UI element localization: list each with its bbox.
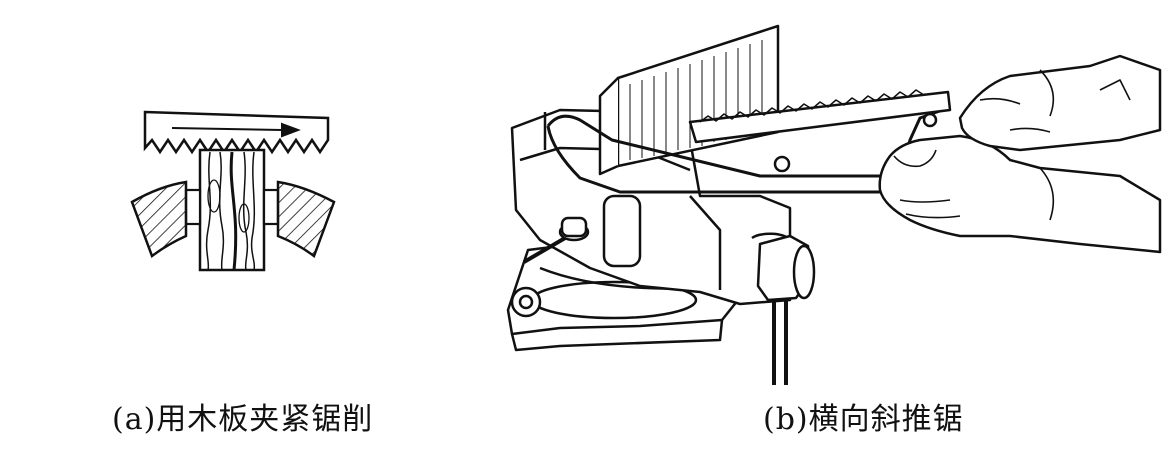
direction-arrow-icon — [171, 122, 301, 138]
plate-workpiece — [598, 24, 780, 176]
panel-a-caption: (a)用木板夹紧锯削 — [112, 402, 374, 437]
vise-jaws — [130, 180, 336, 259]
front-hand — [878, 134, 1162, 254]
vise-handle-knob — [756, 234, 816, 302]
wing-nut — [773, 112, 938, 173]
panel-b-caption: (b)横向斜推锯 — [763, 402, 964, 437]
hacksaw-blade — [688, 89, 952, 144]
lock-lever — [522, 216, 590, 264]
rear-hand — [958, 54, 1162, 152]
wood-workpiece — [198, 148, 266, 272]
